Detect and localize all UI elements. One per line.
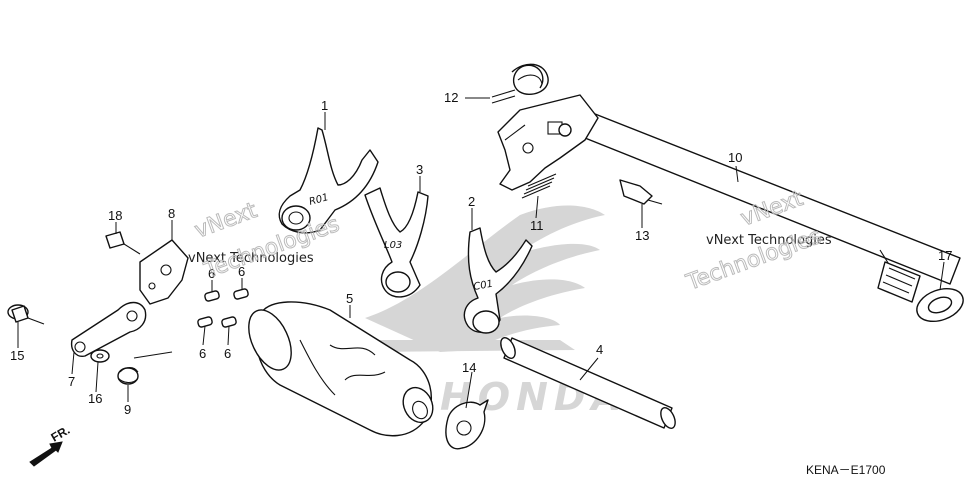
shift-fork-1: R01 [278, 127, 379, 234]
bolt-15 [7, 304, 45, 325]
callout-7: 7 [68, 374, 75, 389]
watermark-left-outline-1: vNext [192, 198, 261, 244]
shift-fork-2: C01 [463, 227, 533, 334]
callout-2: 2 [468, 194, 475, 209]
callout-10: 10 [728, 150, 742, 165]
gearshift-spindle [579, 111, 961, 303]
callout-6-c: 6 [199, 346, 206, 361]
callout-3: 3 [416, 162, 423, 177]
oil-seal [916, 287, 964, 323]
callout-13: 13 [635, 228, 649, 243]
watermark-right-line: vNext Technologies [706, 233, 832, 248]
return-spring [491, 63, 549, 104]
watermark-left-line: vNext Technologies [188, 251, 314, 266]
callout-6-a: 6 [208, 266, 215, 281]
front-direction-arrow: FR. [29, 423, 73, 467]
callout-12: 12 [444, 90, 458, 105]
callout-11: 11 [530, 218, 544, 233]
drum-plate [445, 399, 489, 450]
callout-leaders [17, 97, 945, 409]
callout-6-b: 6 [238, 264, 245, 279]
callout-15: 15 [10, 348, 24, 363]
bolt-18 [105, 231, 141, 255]
svg-text:R01: R01 [308, 192, 330, 208]
shift-drum [248, 301, 434, 437]
svg-text:C01: C01 [473, 279, 494, 293]
callout-14: 14 [462, 360, 476, 375]
callout-18: 18 [108, 208, 122, 223]
callout-17: 17 [938, 248, 952, 263]
stopper-spring [117, 351, 173, 385]
washer-16 [90, 349, 110, 363]
detent-spring [521, 173, 557, 199]
callout-9: 9 [124, 402, 131, 417]
shift-arm-plate [497, 94, 599, 191]
fork-shaft [500, 337, 676, 429]
stopper-plate [139, 239, 189, 305]
dowel-pins [197, 288, 249, 328]
callout-8: 8 [168, 206, 175, 221]
callout-16: 16 [88, 391, 102, 406]
shift-fork-3: L03 [364, 187, 429, 298]
callout-5: 5 [346, 291, 353, 306]
diagram-code: KENA－E1700 [806, 463, 886, 477]
front-label: FR. [49, 423, 73, 445]
svg-text:L03: L03 [384, 240, 402, 251]
callout-6-d: 6 [224, 346, 231, 361]
callout-4: 4 [596, 342, 603, 357]
callout-1: 1 [321, 98, 328, 113]
stopper-bolt [619, 179, 663, 205]
gearshift-stopper-arm [70, 301, 147, 357]
